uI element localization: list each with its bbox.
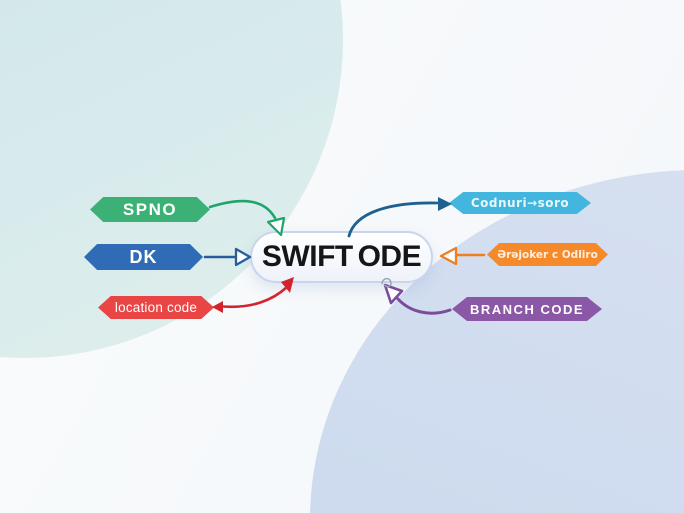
label-dk: DK [84, 244, 203, 270]
label-branch-code: BRANCH CODE [452, 297, 602, 321]
arrow-location-tail-icon [212, 301, 223, 313]
label-register-code: Ərəjoker c Odliro [487, 243, 608, 266]
arrow-country-head-icon [438, 197, 452, 211]
label-spno: SPNO [90, 197, 210, 222]
center-pill-swift-code: SWIFT ODE [250, 231, 433, 283]
arrow-location-line [216, 285, 289, 309]
label-country-code: Codnuri→soro [449, 192, 591, 214]
background-blob-bottom-right [310, 170, 684, 513]
label-location-code: location code [98, 296, 214, 319]
